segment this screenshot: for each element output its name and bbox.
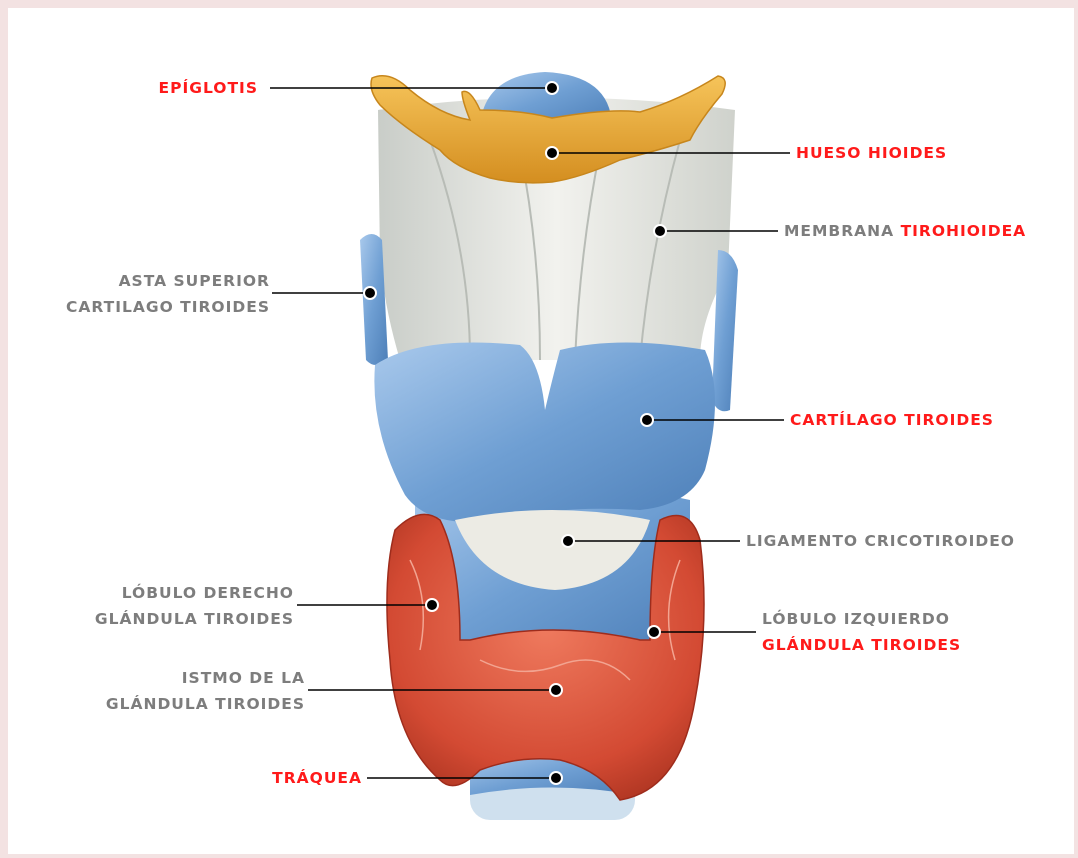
label-cartilago-tiroides: CARTÍLAGO TIROIDES bbox=[790, 407, 994, 433]
thyroid-cartilage-shape bbox=[374, 343, 715, 523]
label-asta-superior: ASTA SUPERIOR CARTILAGO TIROIDES bbox=[20, 268, 270, 320]
label-membrana: MEMBRANA bbox=[784, 222, 894, 240]
label-traquea: TRÁQUEA bbox=[200, 765, 362, 791]
label-epiglotis: EPÍGLOTIS bbox=[120, 75, 258, 101]
label-lobulo-derecho: LÓBULO DERECHO GLÁNDULA TIROIDES bbox=[40, 580, 294, 632]
label-istmo: ISTMO DE LA GLÁNDULA TIROIDES bbox=[40, 665, 305, 717]
label-membrana-tirohioidea: MEMBRANA TIROHIOIDEA bbox=[784, 218, 1026, 244]
label-lobulo-izquierdo: LÓBULO IZQUIERDO GLÁNDULA TIROIDES bbox=[762, 606, 961, 658]
label-ligamento-cricotiroideo: LIGAMENTO CRICOTIROIDEO bbox=[746, 528, 1015, 554]
label-tirohioidea: TIROHIOIDEA bbox=[901, 222, 1027, 240]
label-hueso-hioides: HUESO HIOIDES bbox=[796, 140, 947, 166]
